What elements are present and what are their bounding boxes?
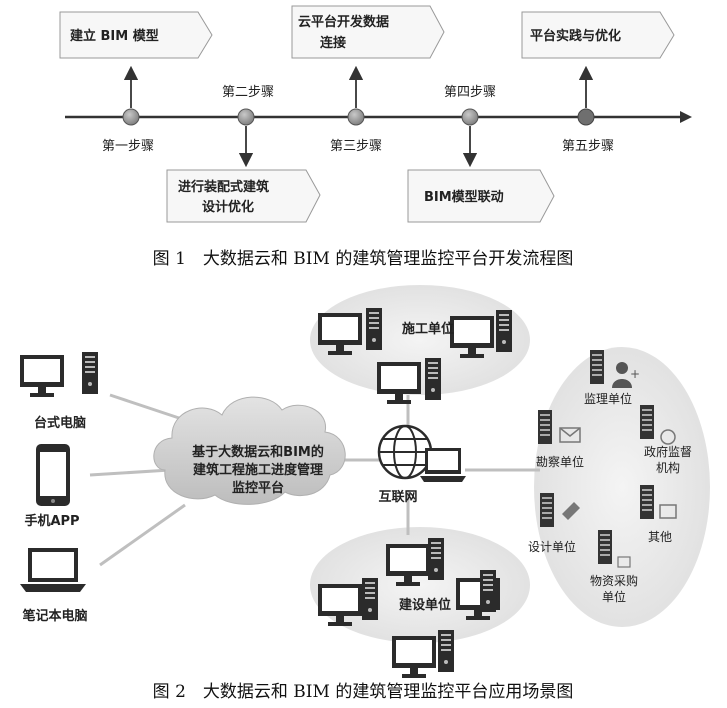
- laptop-icon: [20, 548, 86, 592]
- step5-label: 第五步骤: [562, 139, 614, 154]
- government-server-icon: [640, 405, 676, 445]
- procurement-line1: 物资采购: [590, 573, 638, 588]
- figure1-process-flow: 第一步骤 第二步骤 第三步骤 第四步骤 第五步骤 建立 BIM 模型 进行装配式…: [59, 5, 692, 269]
- mobile-label: 手机APP: [24, 513, 79, 529]
- step4-label: 第四步骤: [444, 85, 496, 100]
- box-build-bim-text: 建立 BIM 模型: [70, 28, 159, 44]
- survey-server-icon: [538, 410, 581, 444]
- laptop-label: 笔记本电脑: [22, 608, 87, 624]
- step4-node: [461, 108, 479, 126]
- figure1-caption: 图 1 大数据云和 BIM 的建筑管理监控平台开发流程图: [153, 249, 574, 269]
- link-desktop: [109, 393, 186, 422]
- internet-laptop-icon: [420, 448, 466, 482]
- supervision-server-icon: +: [590, 350, 640, 388]
- box-bim-link: [407, 169, 555, 223]
- construction-ellipse: [310, 285, 530, 395]
- step1-node: [122, 108, 140, 126]
- mobile-phone-icon: [36, 444, 70, 506]
- procurement-server-icon: [598, 530, 631, 568]
- svg-text:+: +: [630, 367, 640, 381]
- design-label: 设计单位: [528, 539, 576, 554]
- supervision-label: 监理单位: [584, 391, 632, 406]
- step1-label: 第一步骤: [102, 139, 154, 154]
- procurement-line2: 单位: [602, 589, 626, 604]
- figure2-scenario: 基于大数据云和BIM的 建筑工程施工进度管理 监控平台 台式电脑 手机APP 笔…: [20, 285, 710, 702]
- other-label: 其他: [648, 530, 672, 544]
- box-assembly-design: [166, 169, 321, 223]
- step2-node: [237, 108, 255, 126]
- box-cloud-line1: 云平台开发数据: [298, 14, 389, 30]
- government-line1: 政府监督: [644, 444, 692, 459]
- platform-line1: 基于大数据云和BIM的: [191, 444, 324, 460]
- timeline-arrowhead: [680, 111, 692, 123]
- box-build-bim: [59, 11, 213, 59]
- construction-label: 施工单位: [402, 321, 454, 337]
- step3-node: [347, 108, 365, 126]
- box-bim-link-text: BIM模型联动: [424, 189, 504, 205]
- survey-label: 勘察单位: [536, 454, 584, 469]
- internet-label: 互联网: [378, 490, 417, 505]
- builder-label: 建设单位: [399, 597, 451, 613]
- desktop-computer-icon: [20, 352, 98, 397]
- box-cloud-data: [291, 5, 445, 59]
- step2-label: 第二步骤: [222, 85, 274, 100]
- box-practice: [521, 11, 675, 59]
- cloud-platform: [153, 396, 346, 505]
- step5-node: [577, 108, 595, 126]
- step3-label: 第三步骤: [330, 139, 382, 154]
- figure2-caption: 图 2 大数据云和 BIM 的建筑管理监控平台应用场景图: [153, 682, 574, 702]
- platform-line2: 建筑工程施工进度管理: [193, 462, 323, 478]
- box-assembly-line2: 设计优化: [202, 199, 254, 215]
- link-mobile: [89, 468, 171, 477]
- design-server-icon: [540, 493, 580, 527]
- desktop-label: 台式电脑: [34, 415, 86, 431]
- stakeholders-ellipse: [534, 347, 710, 627]
- platform-line3: 监控平台: [232, 480, 284, 496]
- other-server-icon: [640, 485, 677, 519]
- globe-icon: [377, 424, 433, 480]
- government-line2: 机构: [656, 460, 680, 475]
- link-laptop: [99, 503, 186, 567]
- box-practice-text: 平台实践与优化: [530, 28, 621, 44]
- box-assembly-line1: 进行装配式建筑: [178, 179, 269, 195]
- box-cloud-line2: 连接: [320, 35, 346, 51]
